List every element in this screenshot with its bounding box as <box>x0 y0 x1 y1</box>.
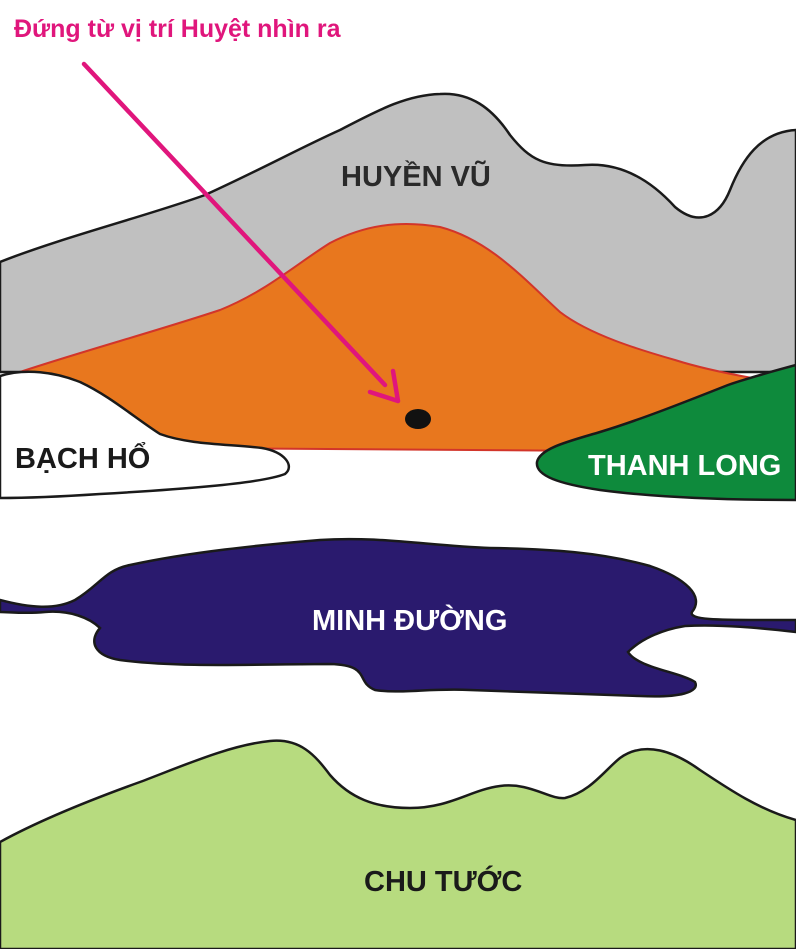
bach-ho-label: BẠCH HỔ <box>15 441 150 475</box>
bach-ho-hill <box>0 370 291 500</box>
viewpoint-arrow <box>81 61 388 388</box>
caption-text: Đứng từ vị trí Huyệt nhìn ra <box>14 15 342 43</box>
thanh-long-hill <box>535 363 796 502</box>
minh-duong-label: MINH ĐƯỜNG <box>312 603 507 637</box>
chu-tuoc-mountain <box>0 739 796 949</box>
minh-duong-water <box>0 537 796 698</box>
huyet-point <box>405 409 431 429</box>
huyen-vu-label: HUYỀN VŨ <box>341 159 491 193</box>
huyet-mound <box>17 222 753 454</box>
chu-tuoc-label: CHU TƯỚC <box>364 864 522 898</box>
thanh-long-label: THANH LONG <box>588 450 781 482</box>
viewpoint-arrow-head <box>367 368 401 404</box>
